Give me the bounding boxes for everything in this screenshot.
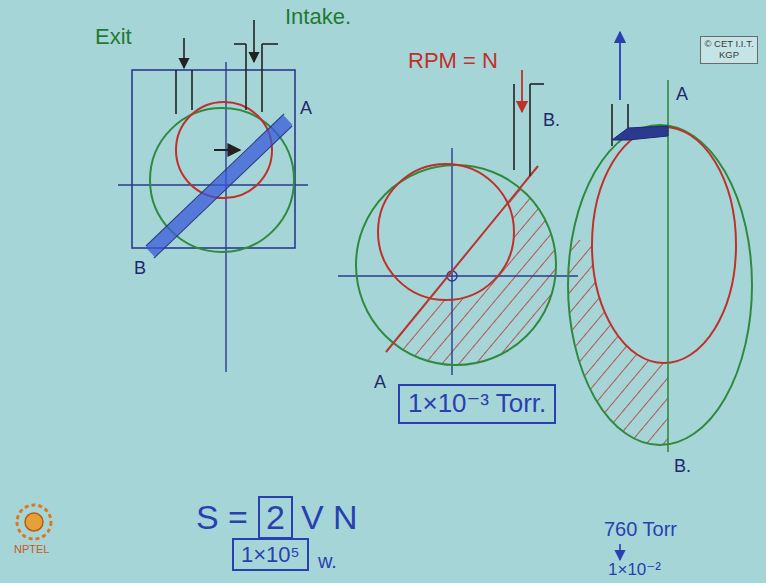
logo-text: NPTEL [14, 543, 49, 556]
pressure-box: 1×10⁻³ Torr. [398, 384, 556, 424]
box-text: 1×10⁻³ Torr. [408, 389, 546, 419]
factor-box: 2 [258, 496, 293, 539]
left-pump [118, 20, 308, 372]
port-label: Intake. [285, 4, 351, 29]
box-text: 2 [266, 498, 285, 537]
point-label: B. [543, 110, 560, 131]
speed-label: RPM = N [408, 48, 498, 73]
point-label: B [134, 258, 146, 279]
value-box: 1×10⁵ [232, 538, 309, 571]
unit-label: w. [318, 550, 337, 573]
watermark-box: © CET I.I.T. KGP [700, 36, 758, 64]
formula-text: V N [301, 498, 358, 537]
box-text: © CET I.I.T. KGP [704, 39, 754, 61]
middle-pump [338, 70, 578, 380]
point-label: B. [674, 456, 691, 477]
point-label: A [374, 372, 386, 393]
nptel-logo [17, 505, 51, 539]
port-label: Exit [95, 24, 132, 49]
box-text: 1×10⁵ [241, 542, 300, 567]
point-label: A [676, 84, 688, 105]
formula-text: S = [196, 498, 248, 537]
point-label: A [300, 98, 312, 119]
right-pump [560, 32, 760, 560]
pressure-label: 1×10⁻² [608, 560, 661, 580]
pressure-label: 760 Torr [604, 518, 677, 541]
